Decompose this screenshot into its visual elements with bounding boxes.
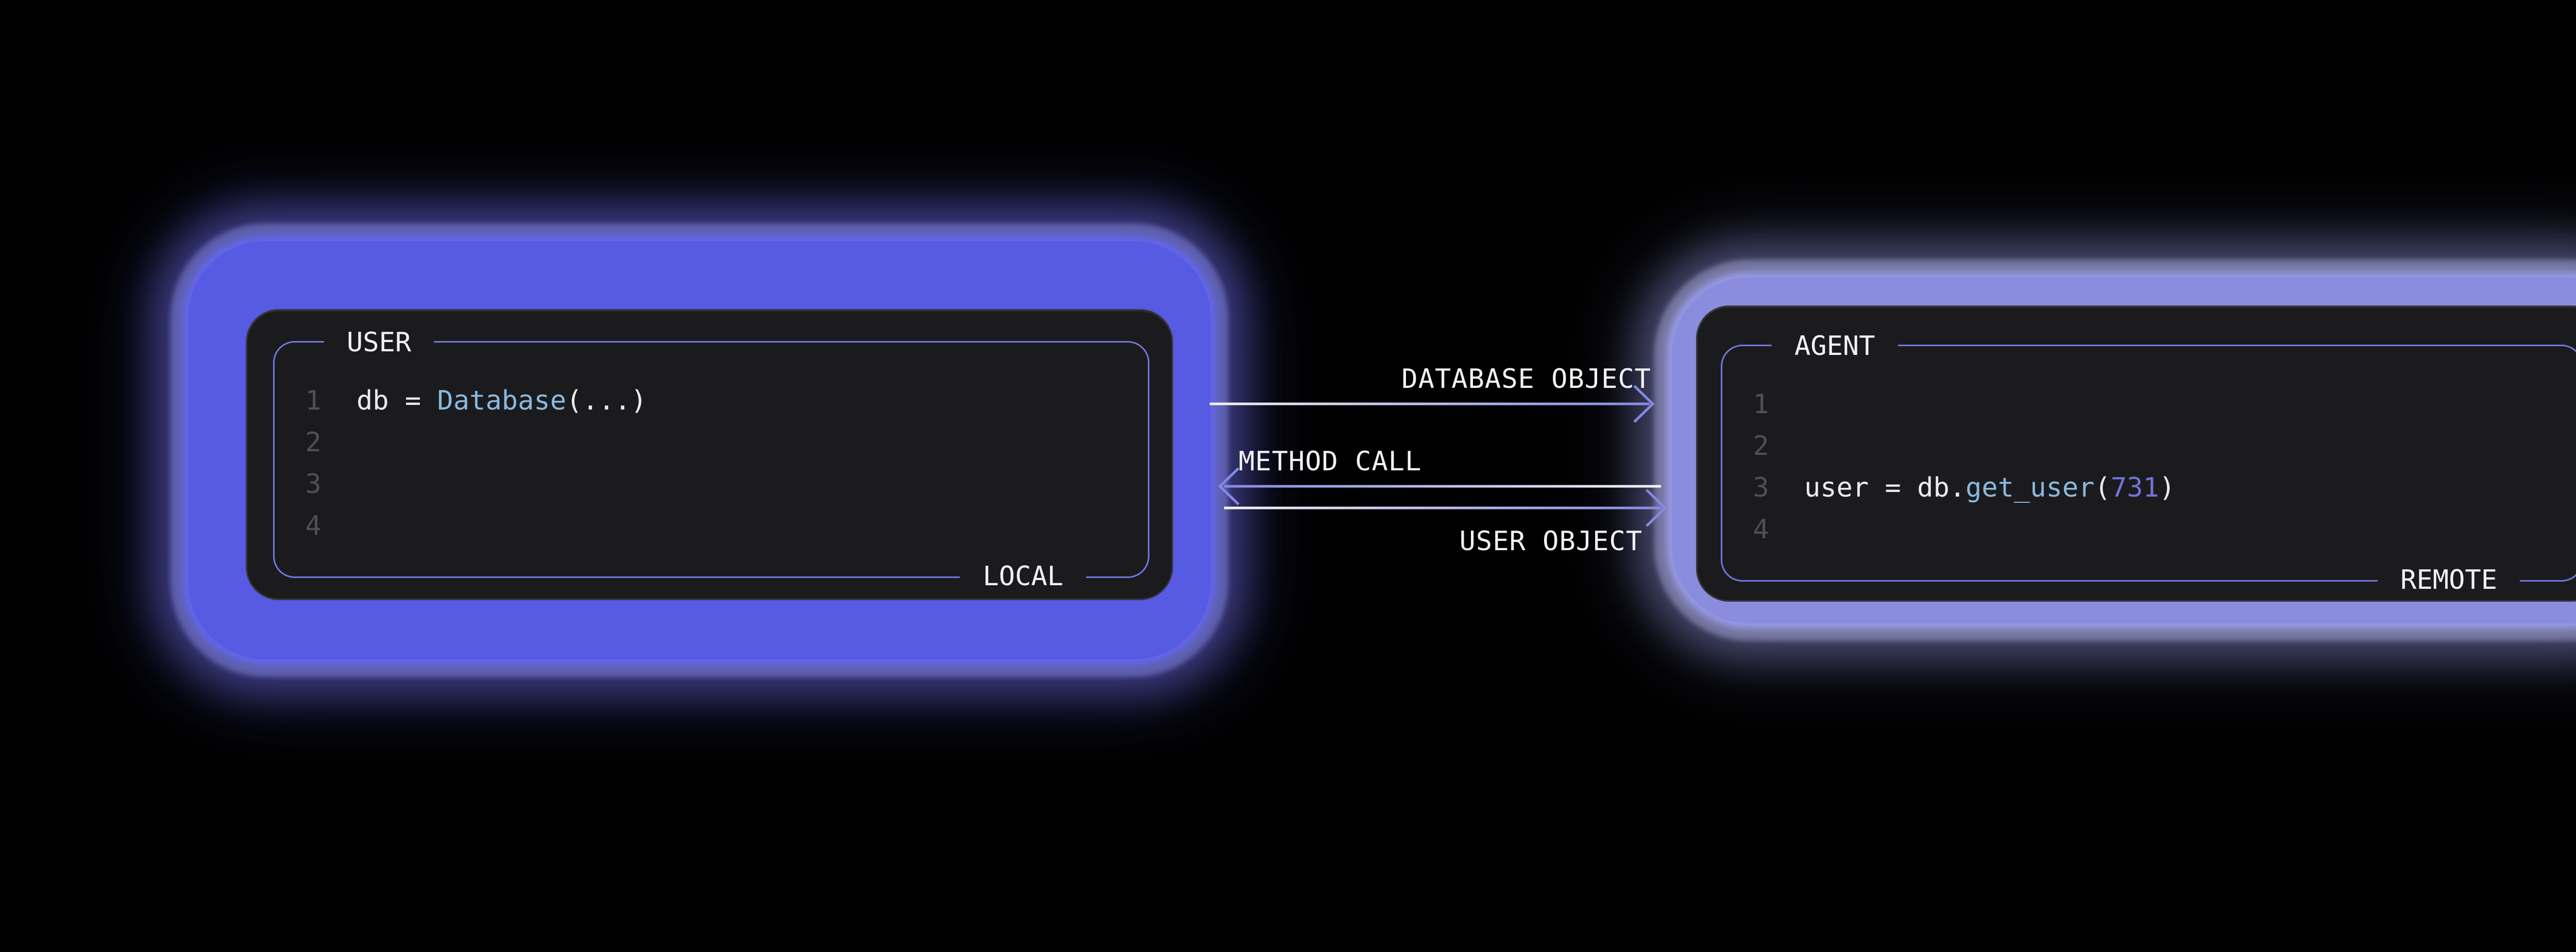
code-line: 1 db = Database(...) (276, 380, 1146, 421)
code-token: ) (2159, 472, 2176, 503)
line-number: 2 (305, 427, 321, 458)
code-token: db = (357, 385, 437, 416)
agent-code-frame: AGENT REMOTE 1 2 3 user = db.get_user(73… (1721, 330, 2576, 597)
line-number: 1 (1753, 388, 1769, 420)
database-object-label: DATABASE OBJECT (1401, 364, 1651, 395)
code-token: Database (437, 385, 566, 416)
arrow-left-icon (1218, 467, 1240, 505)
code-line: 3 (276, 463, 1146, 505)
code-token: (...) (566, 385, 647, 416)
code-line: 2 (1724, 425, 2576, 467)
line-number: 1 (305, 385, 321, 416)
user-code-frame: USER LOCAL 1 db = Database(...) 2 3 4 (273, 326, 1149, 593)
code-token: get_user (1965, 472, 2095, 503)
agent-code-editor: 1 2 3 user = db.get_user(731) 4 (1724, 383, 2576, 550)
code-line: 4 (1724, 508, 2576, 550)
agent-panel-title: AGENT (1772, 330, 1898, 363)
code-token: ( (2094, 472, 2111, 503)
agent-panel: AGENT REMOTE 1 2 3 user = db.get_user(73… (1696, 305, 2576, 602)
line-number: 3 (1753, 472, 1769, 503)
code-token: 731 (2110, 472, 2159, 503)
user-object-arrow (1224, 489, 1667, 527)
user-panel-title: USER (324, 326, 434, 359)
code-text: user = db.get_user(731) (1804, 472, 2175, 503)
arrow-right-icon (1646, 489, 1667, 527)
user-panel: USER LOCAL 1 db = Database(...) 2 3 4 (246, 309, 1173, 600)
code-line: 2 (276, 421, 1146, 463)
code-line: 1 (1724, 383, 2576, 425)
code-line: 4 (276, 505, 1146, 547)
line-number: 4 (305, 510, 321, 541)
code-line: 3 user = db.get_user(731) (1724, 467, 2576, 508)
local-badge: LOCAL (960, 560, 1086, 593)
remote-badge: REMOTE (2378, 564, 2520, 597)
user-code-editor: 1 db = Database(...) 2 3 4 (276, 380, 1146, 547)
code-text: db = Database(...) (357, 385, 647, 416)
line-number: 3 (305, 468, 321, 500)
method-call-label: METHOD CALL (1239, 446, 1422, 477)
user-object-label: USER OBJECT (1459, 526, 1642, 557)
code-token: user = db. (1804, 472, 1966, 503)
line-number: 2 (1753, 430, 1769, 462)
line-number: 4 (1753, 514, 1769, 545)
